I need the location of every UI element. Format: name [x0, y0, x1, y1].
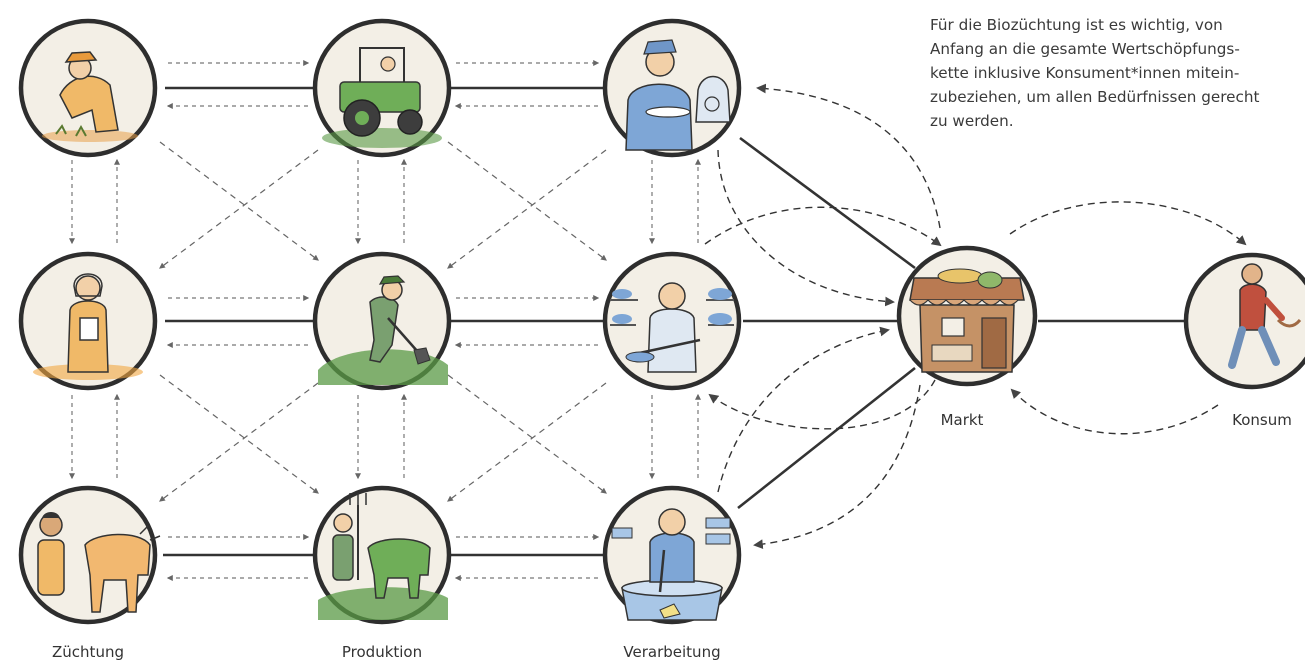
label-produktion: Produktion	[341, 643, 423, 661]
dotted-vertical-arrows	[69, 158, 701, 480]
node-producer-shovel[interactable]	[312, 251, 452, 391]
node-processor-mill[interactable]	[602, 18, 742, 158]
baker-icon	[610, 282, 734, 373]
curved-dashed-arrows	[704, 83, 1247, 550]
label-markt: Markt	[940, 411, 984, 429]
cheesemaker-icon	[611, 508, 731, 621]
node-processor-dairy[interactable]	[602, 485, 742, 625]
cattle-breeder-icon	[37, 512, 161, 613]
market-stall-icon	[909, 268, 1025, 373]
node-consumer[interactable]	[1183, 252, 1305, 390]
miller-icon	[625, 39, 731, 151]
ox-farmer-icon	[318, 493, 448, 620]
intro-paragraph: Für die Biozüchtung ist es wichtig, von …	[930, 16, 1260, 130]
node-market[interactable]	[896, 245, 1038, 387]
node-breeder-field[interactable]	[18, 251, 158, 391]
node-producer-tractor[interactable]	[312, 18, 452, 158]
shopper-icon	[1228, 263, 1302, 369]
label-verarbeitung: Verarbeitung	[623, 643, 721, 661]
node-processor-bakery[interactable]	[602, 251, 742, 391]
shovel-farmer-icon	[318, 275, 448, 385]
label-zuechtung: Züchtung	[52, 643, 124, 661]
node-producer-ox[interactable]	[312, 485, 452, 625]
crouching-breeder-icon	[42, 51, 138, 142]
node-breeder-livestock[interactable]	[18, 485, 161, 625]
node-breeder-crop[interactable]	[18, 18, 158, 158]
label-konsum: Konsum	[1232, 411, 1292, 429]
solid-connectors	[163, 86, 1189, 557]
standing-breeder-icon	[33, 273, 143, 380]
tractor-icon	[322, 47, 442, 148]
